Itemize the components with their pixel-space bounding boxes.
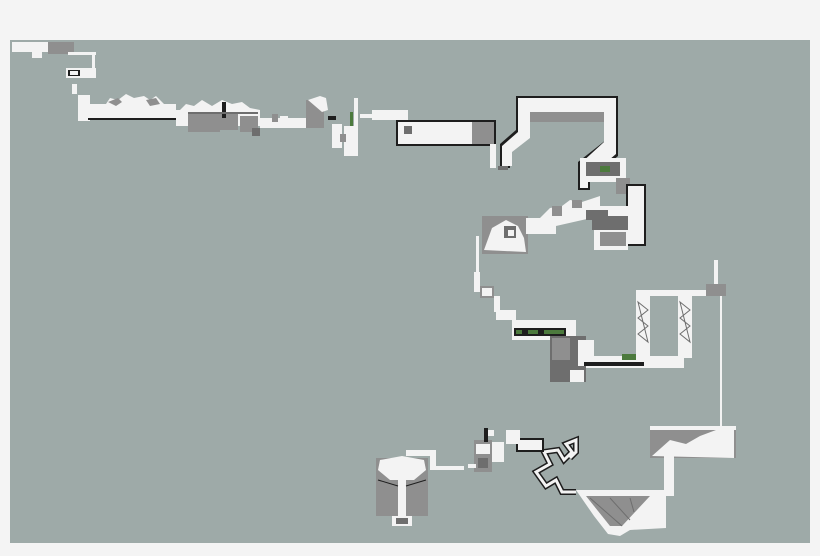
- small-chambers: [468, 428, 504, 472]
- machinery-room: [580, 158, 646, 250]
- pillar-corridor: [260, 96, 358, 156]
- start-room: [12, 42, 74, 58]
- level-map-panel: [10, 40, 810, 543]
- green-lit-room: [512, 320, 594, 382]
- rocky-hall: [78, 94, 176, 121]
- drop-shaft: [474, 236, 516, 320]
- bridge-room: [584, 260, 726, 428]
- level-map: [12, 42, 736, 536]
- cave-chambers: [176, 100, 260, 136]
- lower-cave: [576, 426, 736, 536]
- long-room: [360, 110, 496, 168]
- corridor-north: [66, 52, 96, 94]
- middle-cave: [482, 196, 608, 254]
- winding-passage: [506, 430, 579, 495]
- temple-room: [376, 450, 464, 526]
